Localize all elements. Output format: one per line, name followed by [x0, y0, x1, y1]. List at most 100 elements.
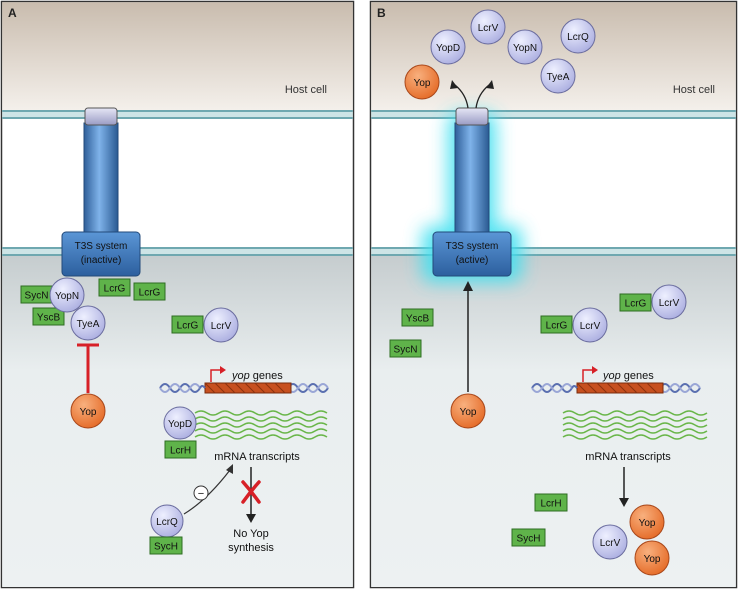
- svg-text:LcrV: LcrV: [211, 321, 232, 332]
- lcrg-protein-1: LcrG: [98, 278, 131, 297]
- svg-text:LcrV: LcrV: [659, 298, 680, 309]
- lcrv-protein-b1: LcrV: [651, 284, 687, 320]
- svg-text:Yop: Yop: [80, 407, 97, 418]
- host-membrane-b: [371, 110, 736, 119]
- svg-text:TyeA: TyeA: [77, 319, 100, 330]
- host-cell-label-b: Host cell: [673, 84, 715, 96]
- svg-text:LcrG: LcrG: [104, 284, 126, 295]
- yscb-protein-b: YscB: [401, 308, 434, 327]
- promoter-arrow-a: [210, 366, 226, 382]
- panel-b: B Host cell T3S system (active) LcrV Yop…: [369, 0, 738, 589]
- minus-symbol: −: [193, 485, 209, 501]
- yopd-protein-a: YopD: [163, 406, 197, 440]
- secreted-yopn: YopN: [507, 29, 543, 65]
- svg-text:YopD: YopD: [436, 43, 460, 54]
- mrna-label-b: mRNA transcripts: [585, 451, 671, 463]
- svg-text:Yop: Yop: [644, 554, 661, 565]
- svg-text:LcrG: LcrG: [625, 299, 647, 310]
- svg-text:LcrG: LcrG: [546, 321, 568, 332]
- host-membrane: [2, 110, 353, 119]
- needle-tip: [84, 107, 118, 126]
- tyea-protein: TyeA: [70, 305, 106, 341]
- secretion-arrowhead-left: [450, 80, 458, 89]
- needle-tip-b: [455, 107, 489, 126]
- t3s-label-line2: (inactive): [81, 255, 122, 266]
- promoter-arrow-b: [582, 366, 598, 382]
- yop-gene-region: [204, 382, 292, 394]
- svg-text:YscB: YscB: [37, 313, 61, 324]
- panel-a: A Host cell T3S system (inactive) SycN Y…: [0, 0, 355, 589]
- yscb-protein: YscB: [32, 307, 65, 326]
- secreted-lcrv: LcrV: [470, 9, 506, 45]
- yop-genes-label: yop genes: [231, 370, 283, 382]
- sycn-protein-b: SycN: [389, 339, 422, 358]
- synthesis-arrowhead: [246, 514, 256, 523]
- yop-protein-a: Yop: [70, 393, 106, 429]
- panel-a-letter: A: [8, 6, 17, 20]
- t3s-base-b: [432, 231, 512, 277]
- regulation-arrowhead: [226, 464, 233, 474]
- lcrg-protein-3: LcrG: [171, 315, 204, 334]
- svg-text:SycN: SycN: [25, 291, 49, 302]
- svg-text:Yop: Yop: [460, 407, 477, 418]
- lcrg-protein-b2: LcrG: [540, 315, 573, 334]
- dna-strand-a: [159, 382, 329, 394]
- svg-text:TyeA: TyeA: [547, 72, 570, 83]
- inhibition-bar: [77, 343, 99, 393]
- svg-text:LcrQ: LcrQ: [567, 32, 589, 43]
- no-yop-line1: No Yop: [233, 528, 268, 540]
- host-cell-region: [2, 2, 353, 111]
- svg-text:LcrQ: LcrQ: [156, 517, 178, 528]
- t3s-label-line1: T3S system: [75, 241, 128, 252]
- lcrh-protein-b: LcrH: [534, 493, 568, 512]
- lcrv-protein: LcrV: [203, 307, 239, 343]
- lcrq-protein-a: LcrQ: [150, 504, 184, 538]
- host-cell-label: Host cell: [285, 84, 327, 96]
- secreted-lcrq: LcrQ: [560, 18, 596, 54]
- lcrg-protein-2: LcrG: [133, 282, 166, 301]
- svg-text:−: −: [198, 488, 204, 500]
- yopn-protein: YopN: [49, 277, 85, 313]
- lcrh-protein-a: LcrH: [164, 440, 197, 459]
- lcrv-protein-b3: LcrV: [592, 524, 628, 560]
- yop-protein-b3: Yop: [634, 540, 670, 576]
- translation-arrowhead: [619, 498, 629, 507]
- yop-protein-b: Yop: [450, 393, 486, 429]
- sych-protein-b: SycH: [511, 528, 546, 547]
- t3s-b-label-line1: T3S system: [446, 241, 499, 252]
- sycn-protein: SycN: [20, 285, 53, 304]
- svg-text:YscB: YscB: [406, 314, 430, 325]
- lcrv-protein-b2: LcrV: [572, 307, 608, 343]
- mrna-label-a: mRNA transcripts: [214, 451, 300, 463]
- svg-text:Yop: Yop: [639, 518, 656, 529]
- t3s-system-inactive: T3S system (inactive): [61, 107, 141, 277]
- secreted-yop: Yop: [404, 64, 440, 100]
- svg-text:LcrV: LcrV: [600, 538, 621, 549]
- svg-text:LcrV: LcrV: [478, 23, 499, 34]
- svg-text:LcrG: LcrG: [139, 288, 161, 299]
- block-x-icon: [241, 480, 261, 504]
- svg-text:SycN: SycN: [394, 345, 418, 356]
- export-arrowhead: [463, 281, 473, 291]
- svg-text:YopN: YopN: [55, 291, 79, 302]
- secreted-yopd: YopD: [430, 29, 466, 65]
- svg-text:SycH: SycH: [154, 542, 178, 553]
- mrna-transcripts-b: [562, 410, 708, 440]
- t3s-base: [61, 231, 141, 277]
- sych-protein-a: SycH: [149, 536, 183, 555]
- dna-strand-b: [531, 382, 701, 394]
- svg-text:LcrG: LcrG: [177, 321, 199, 332]
- secretion-arrowhead-right: [486, 80, 494, 89]
- svg-text:YopD: YopD: [168, 419, 192, 430]
- yop-gene-region-b: [576, 382, 664, 394]
- bacterial-membrane: [2, 247, 353, 256]
- svg-text:Yop: Yop: [414, 78, 431, 89]
- svg-text:LcrH: LcrH: [540, 499, 561, 510]
- t3s-system-active: T3S system (active): [432, 107, 512, 277]
- svg-text:LcrV: LcrV: [580, 321, 601, 332]
- yop-protein-b2: Yop: [629, 504, 665, 540]
- lcrg-protein-b1: LcrG: [619, 293, 652, 312]
- no-yop-line2: synthesis: [228, 542, 274, 554]
- panel-b-letter: B: [377, 6, 386, 20]
